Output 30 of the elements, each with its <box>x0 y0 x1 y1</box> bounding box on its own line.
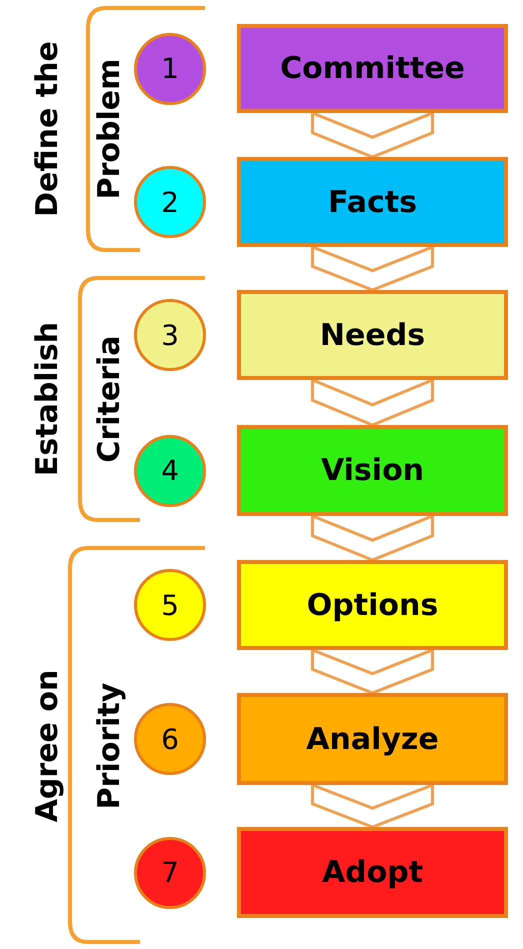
step-box <box>237 157 508 247</box>
step-label: Vision <box>320 453 424 488</box>
step-number: 6 <box>161 722 179 756</box>
phase-label: Define the Problem <box>29 40 128 219</box>
step-label: Committee <box>280 51 465 86</box>
step-box <box>237 24 508 113</box>
chevron-arrow <box>311 514 434 562</box>
step-number: 1 <box>161 52 179 85</box>
step-number: 2 <box>161 186 179 218</box>
chevron-arrow <box>311 378 434 427</box>
chevron-arrow <box>311 244 434 292</box>
step-box <box>237 560 508 650</box>
step-label: Options <box>306 588 438 622</box>
step-box <box>237 693 508 785</box>
step-number: 7 <box>161 856 179 889</box>
step-label: Needs <box>320 318 426 352</box>
chevron-arrow <box>311 110 434 159</box>
phase-label: Establish Criteria <box>29 320 128 478</box>
step-box <box>237 827 508 918</box>
step-number: 4 <box>161 454 179 487</box>
step-box <box>237 290 508 380</box>
step-box <box>237 425 508 516</box>
chevron-arrow <box>311 648 434 695</box>
step-number: 5 <box>161 588 179 622</box>
step-number: 3 <box>161 318 179 352</box>
phase-label: Agree on Priority <box>29 668 128 824</box>
step-label: Adopt <box>322 855 424 890</box>
step-label: Facts <box>328 184 417 220</box>
chevron-arrow <box>311 782 434 829</box>
step-label: Analyze <box>306 722 439 756</box>
